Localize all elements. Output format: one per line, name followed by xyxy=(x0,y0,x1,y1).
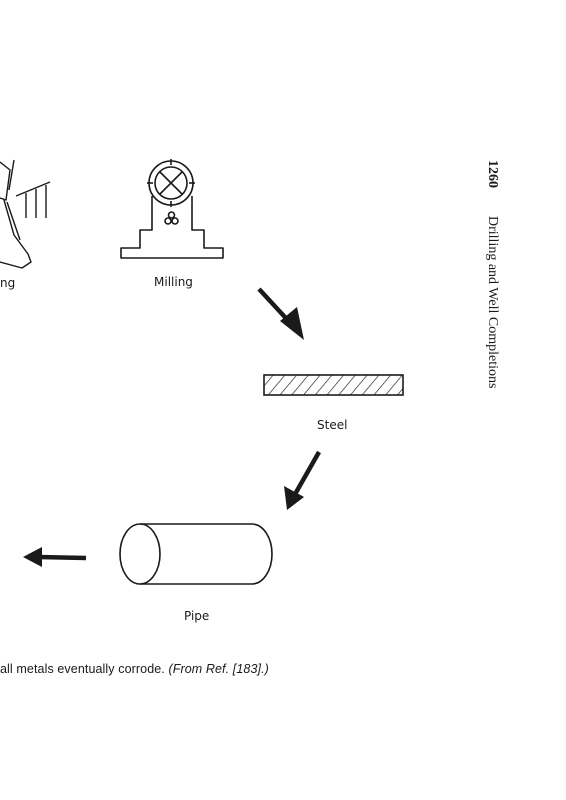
running-head: 1260Drilling and Well Completions xyxy=(484,160,500,388)
pipe-illustration xyxy=(119,523,273,585)
left-process-illustration xyxy=(0,159,51,269)
caption-reference: (From Ref. [183].) xyxy=(168,662,269,676)
arrow-steel-to-pipe xyxy=(284,450,321,510)
arrow-pipe-to-left xyxy=(23,547,87,567)
page-number: 1260 xyxy=(485,160,500,188)
caption-text: all metals eventually corrode. xyxy=(0,662,165,676)
steel-label: Steel xyxy=(317,418,348,432)
steel-bar xyxy=(263,374,404,396)
figure-caption: all metals eventually corrode. (From Ref… xyxy=(0,662,269,676)
running-head-title: Drilling and Well Completions xyxy=(485,216,500,389)
arrow-milling-to-steel xyxy=(257,287,304,340)
left-process-label: ng xyxy=(0,276,16,290)
milling-machine-illustration xyxy=(120,159,224,259)
milling-label: Milling xyxy=(154,275,193,289)
pipe-label: Pipe xyxy=(184,609,210,623)
